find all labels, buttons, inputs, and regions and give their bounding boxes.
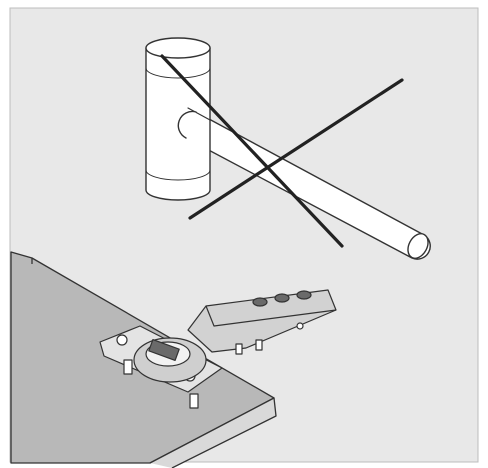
arm-slot-1 (252, 297, 268, 307)
plate-screw-1 (116, 334, 128, 346)
mallet-head-top (145, 37, 211, 59)
cross-stroke-1 (160, 54, 344, 248)
prohibition-cross-icon (160, 54, 404, 248)
mallet-band-bottom (145, 169, 211, 181)
arm-slot-3 (296, 290, 312, 300)
hinge-dowel-2 (189, 393, 199, 409)
arm-slot-2 (274, 293, 290, 303)
hinge-mechanism (148, 338, 180, 362)
concealed-hinge-icon (99, 289, 337, 409)
arm-screw (296, 322, 304, 330)
mallet-handle-collar (177, 110, 197, 139)
cross-stroke-2 (188, 78, 404, 220)
cabinet-front-edge (149, 397, 277, 468)
mallet-icon (145, 37, 431, 260)
mallet-band-top (145, 67, 211, 79)
hinge-arm-ridge (205, 305, 337, 327)
hinge-dowel-1 (123, 359, 133, 375)
arm-foot-1 (235, 343, 243, 355)
mallet-handle-end (407, 233, 429, 259)
mallet-joint (187, 107, 211, 121)
arm-foot-2 (255, 339, 263, 351)
